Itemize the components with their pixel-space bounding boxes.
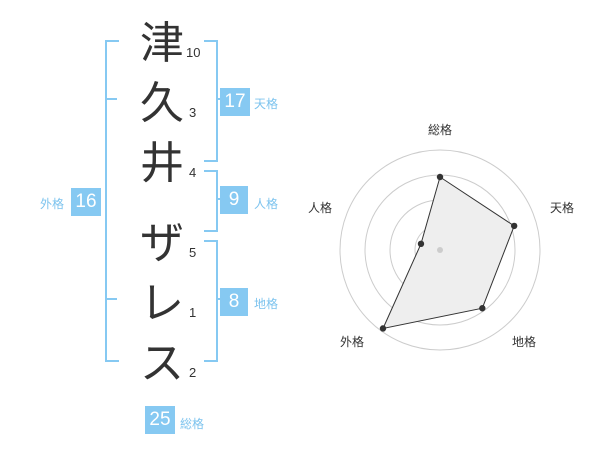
tenkaku-bracket-tick <box>216 98 222 100</box>
name-char-6: ス <box>140 338 184 389</box>
gaikaku-bracket-tick <box>105 98 117 100</box>
stroke-count-6: 2 <box>189 365 197 380</box>
name-char-3: 井 <box>140 138 184 189</box>
axis-label-gaikaku: 外格 <box>340 334 364 349</box>
name-char-5: レ <box>140 278 184 329</box>
axis-label-jinkaku: 人格 <box>308 200 332 215</box>
gaikaku-badge: 16 <box>71 188 101 216</box>
tenkaku-label: 天格 <box>254 97 279 111</box>
radar-chart: 総格 天格 地格 外格 人格 <box>308 122 574 351</box>
name-char-1: 津 <box>140 18 184 69</box>
name-char-4: ザ <box>140 218 184 269</box>
radar-point-5 <box>417 240 425 248</box>
radar-point-2 <box>510 222 518 230</box>
stroke-count-3: 4 <box>189 165 197 180</box>
radar-polygon <box>382 176 515 330</box>
chikaku-bracket-tick <box>216 298 222 300</box>
soukaku-label: 総格 <box>180 417 205 431</box>
stroke-count-4: 5 <box>189 245 197 260</box>
radar-point-1 <box>436 173 444 181</box>
name-char-2: 久 <box>140 78 184 129</box>
jinkaku-bracket <box>204 170 218 232</box>
radar-point-4 <box>379 325 387 332</box>
tenkaku-badge: 17 <box>220 88 250 116</box>
axis-label-chikaku: 地格 <box>512 334 536 349</box>
chikaku-bracket <box>204 240 218 362</box>
radar-center <box>437 247 443 253</box>
chikaku-badge: 8 <box>220 288 248 316</box>
gaikaku-bracket <box>105 40 119 362</box>
radar-point-3 <box>479 305 486 312</box>
chikaku-label: 地格 <box>254 297 279 311</box>
radar-ring <box>339 149 541 351</box>
jinkaku-badge: 9 <box>220 186 248 214</box>
tenkaku-bracket <box>204 40 218 162</box>
gaikaku-label: 外格 <box>40 197 65 211</box>
axis-label-soukaku: 総格 <box>428 122 452 137</box>
axis-label-tenkaku: 天格 <box>550 200 574 215</box>
jinkaku-label: 人格 <box>254 197 279 211</box>
stroke-count-5: 1 <box>189 305 197 320</box>
gaikaku-bracket-tick <box>105 298 117 300</box>
stroke-count-2: 3 <box>189 105 197 120</box>
stroke-count-1: 10 <box>186 45 201 60</box>
soukaku-badge: 25 <box>145 406 175 434</box>
jinkaku-bracket-tick <box>216 198 222 200</box>
